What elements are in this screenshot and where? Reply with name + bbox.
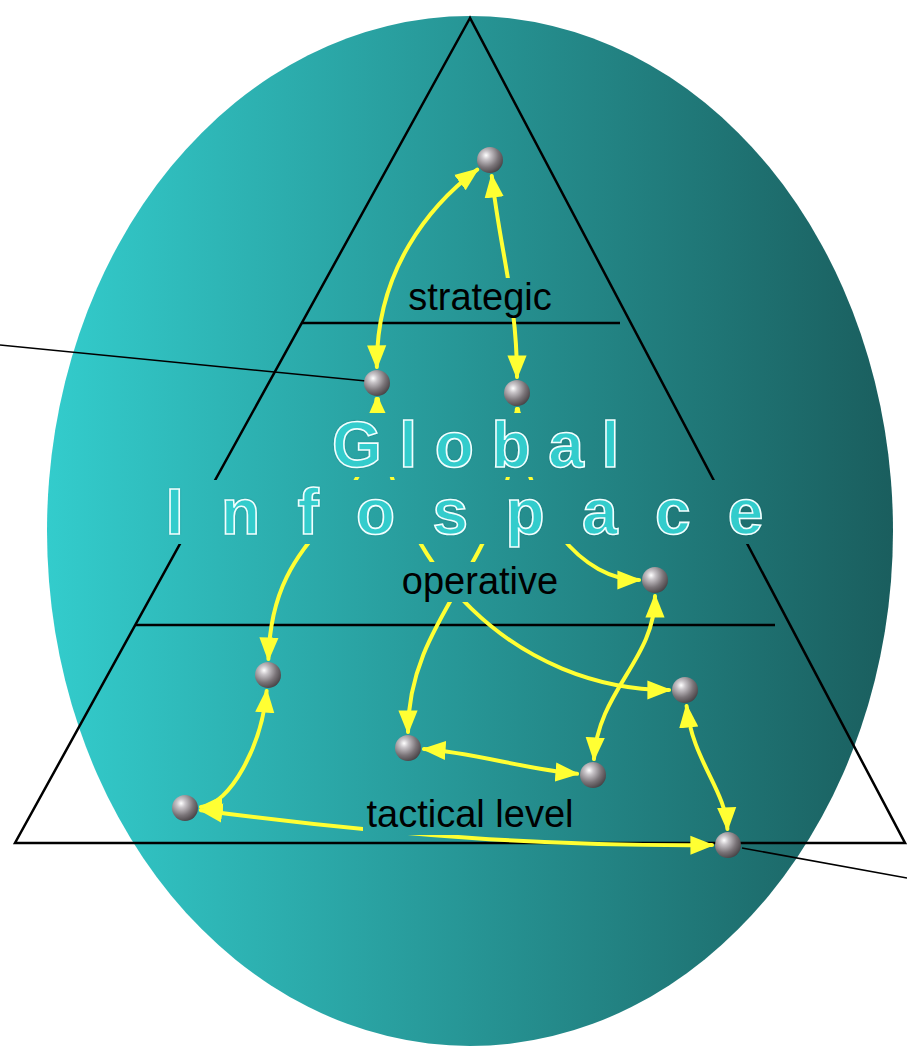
level-divider xyxy=(302,322,620,325)
leader-line xyxy=(742,848,907,878)
network-node xyxy=(395,735,421,761)
leader-line xyxy=(0,345,366,381)
link-arrow xyxy=(424,749,577,774)
level-label: operative xyxy=(398,562,562,602)
network-node xyxy=(364,370,390,396)
level-band: tactical level xyxy=(15,625,905,860)
link-arrow xyxy=(594,596,655,759)
title-watermark: Global xyxy=(323,413,637,477)
network-node xyxy=(477,147,503,173)
level-divider xyxy=(135,624,775,627)
network-node xyxy=(672,677,698,703)
network-node xyxy=(172,795,198,821)
link-arrow xyxy=(377,170,477,367)
level-label: strategic xyxy=(404,278,556,318)
link-arrow xyxy=(201,691,267,807)
level-label: tactical level xyxy=(363,795,578,835)
network-node xyxy=(580,762,606,788)
network-node xyxy=(255,662,281,688)
pyramid-outline xyxy=(15,18,905,843)
infospace-ellipse xyxy=(47,16,893,1046)
link-arrow xyxy=(687,706,728,829)
title-watermark: Infospace xyxy=(147,480,801,544)
network-node xyxy=(504,380,530,406)
network-node xyxy=(715,832,741,858)
network-node xyxy=(642,567,668,593)
link-arrow xyxy=(492,176,517,377)
level-band: strategic xyxy=(302,18,632,323)
